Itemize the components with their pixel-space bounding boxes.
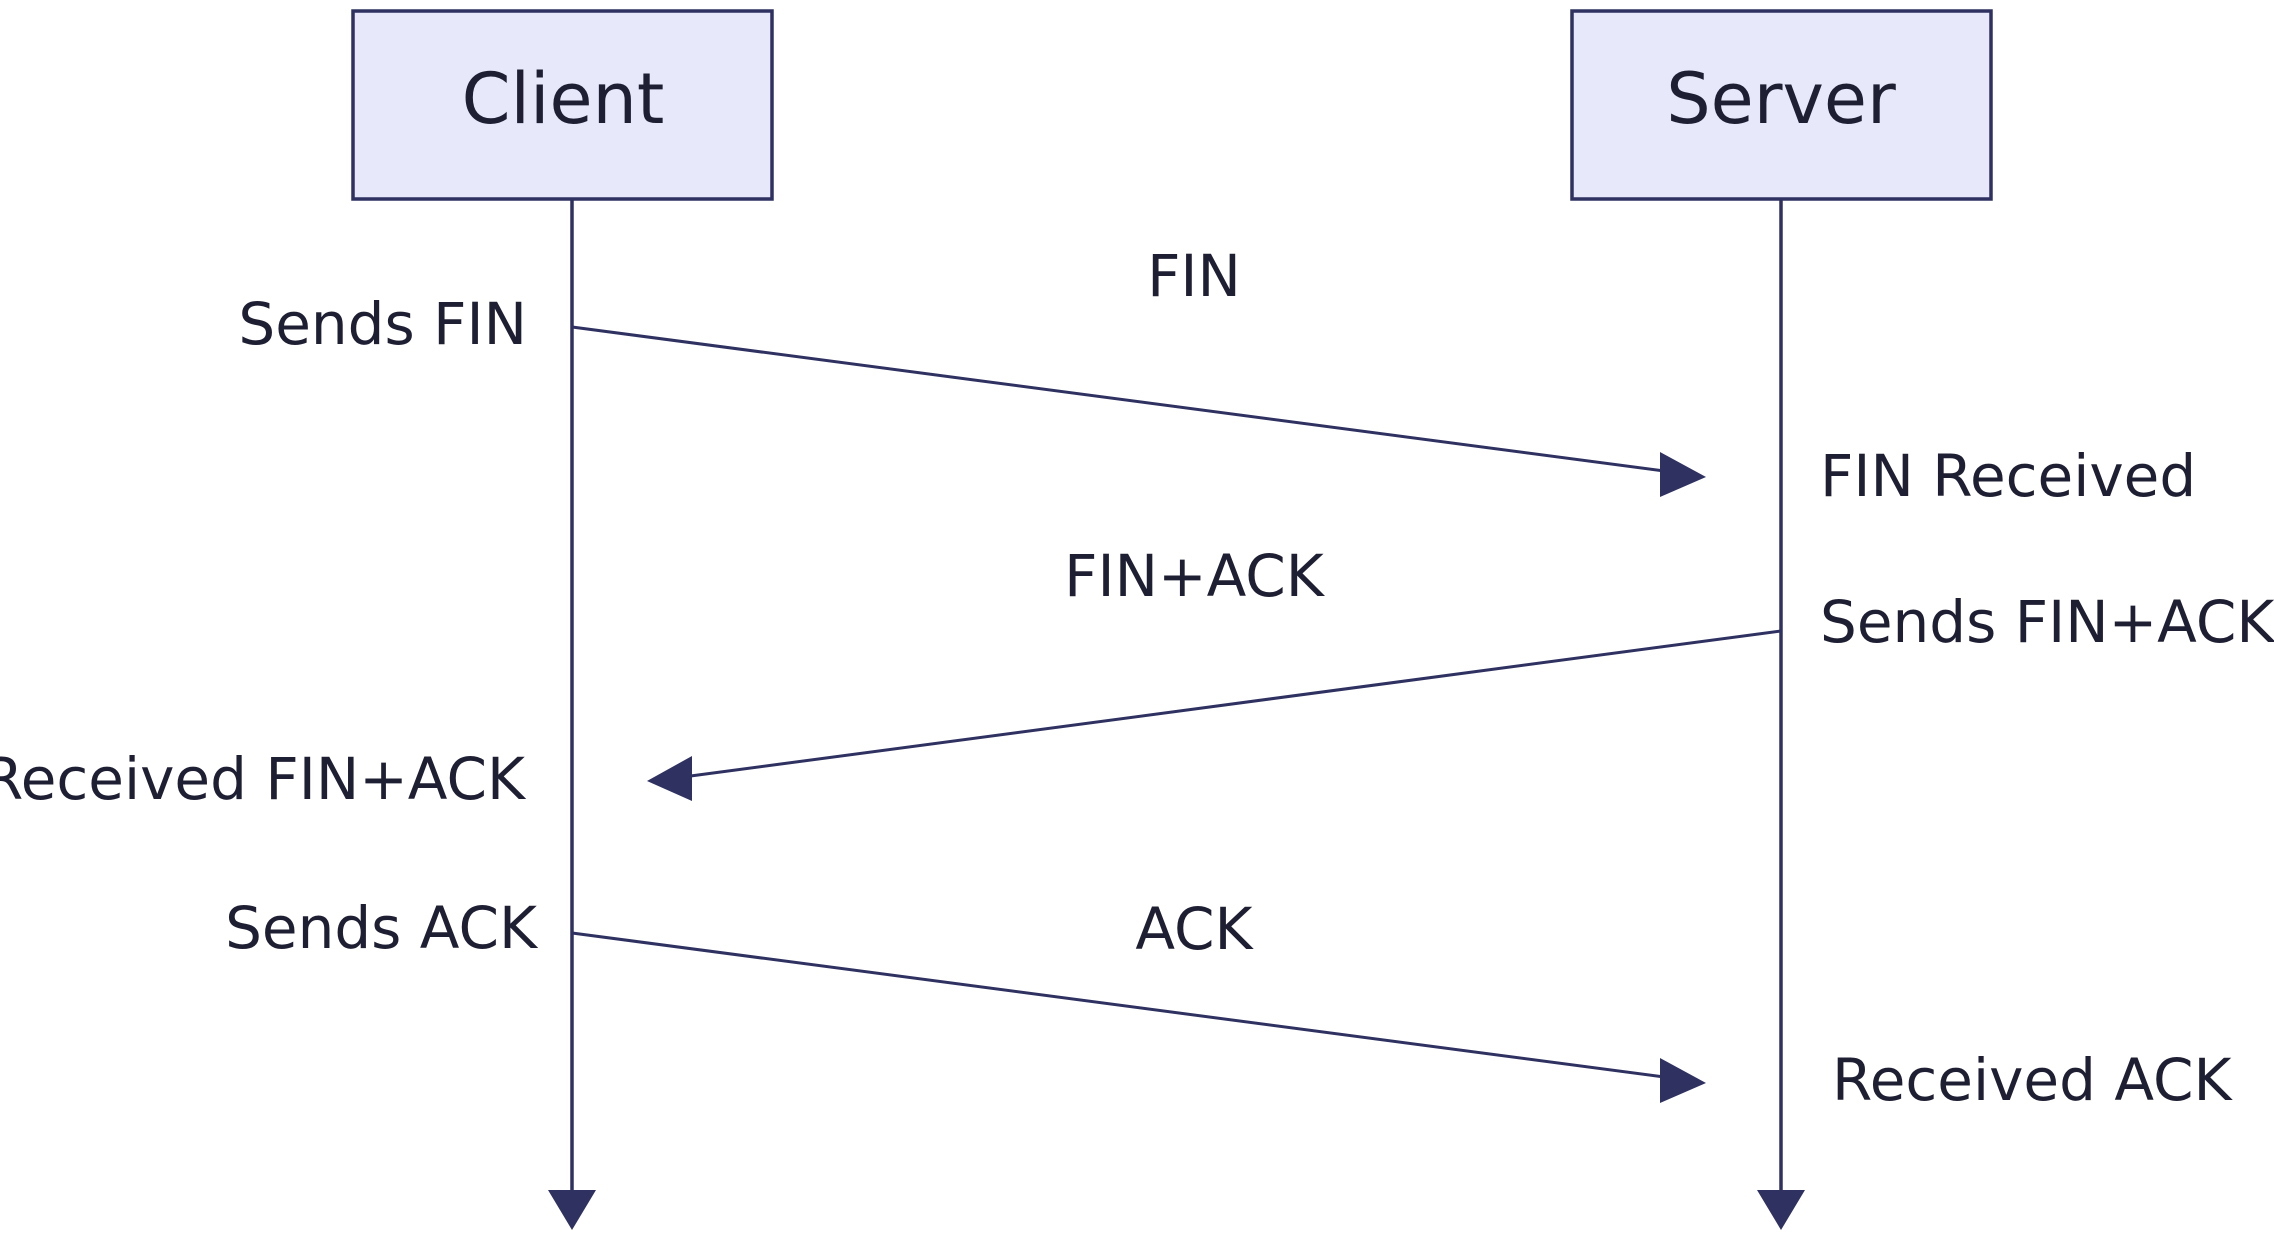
message-fin-sender-note: Sends FIN <box>238 290 527 358</box>
message-ack-receiver-note: Received ACK <box>1832 1046 2233 1114</box>
message-fin-ack-receiver-note: Received FIN+ACK <box>0 745 527 813</box>
message-ack-label: ACK <box>1135 895 1254 963</box>
message-ack-sender-note: Sends ACK <box>225 894 539 962</box>
participant-client-label: Client <box>462 58 665 140</box>
message-fin-line <box>571 325 1673 474</box>
message-fin-ack-label: FIN+ACK <box>1064 542 1326 610</box>
participant-server-label: Server <box>1666 58 1896 140</box>
participant-client-box <box>351 9 774 201</box>
participant-server: Server <box>1570 9 1993 201</box>
message-fin-ack-sender-note: Sends FIN+ACK <box>1820 588 2274 656</box>
message-fin-ack-arrowhead <box>647 756 692 801</box>
message-fin-label: FIN <box>1147 242 1241 310</box>
participant-server-box <box>1570 9 1993 201</box>
message-fin: FIN Sends FIN FIN Received <box>238 242 2196 510</box>
message-ack-arrowhead <box>1660 1058 1706 1103</box>
message-fin-arrowhead <box>1660 452 1706 497</box>
participant-client: Client <box>351 9 774 201</box>
message-ack: ACK Sends ACK Received ACK <box>225 894 2233 1114</box>
client-lifeline-arrowhead <box>548 1190 596 1230</box>
message-fin-ack-line <box>682 629 1782 779</box>
message-ack-line <box>571 931 1673 1080</box>
message-fin-receiver-note: FIN Received <box>1820 442 2196 510</box>
message-fin-ack: FIN+ACK Sends FIN+ACK Received FIN+ACK <box>0 542 2274 813</box>
server-lifeline-arrowhead <box>1757 1190 1805 1230</box>
